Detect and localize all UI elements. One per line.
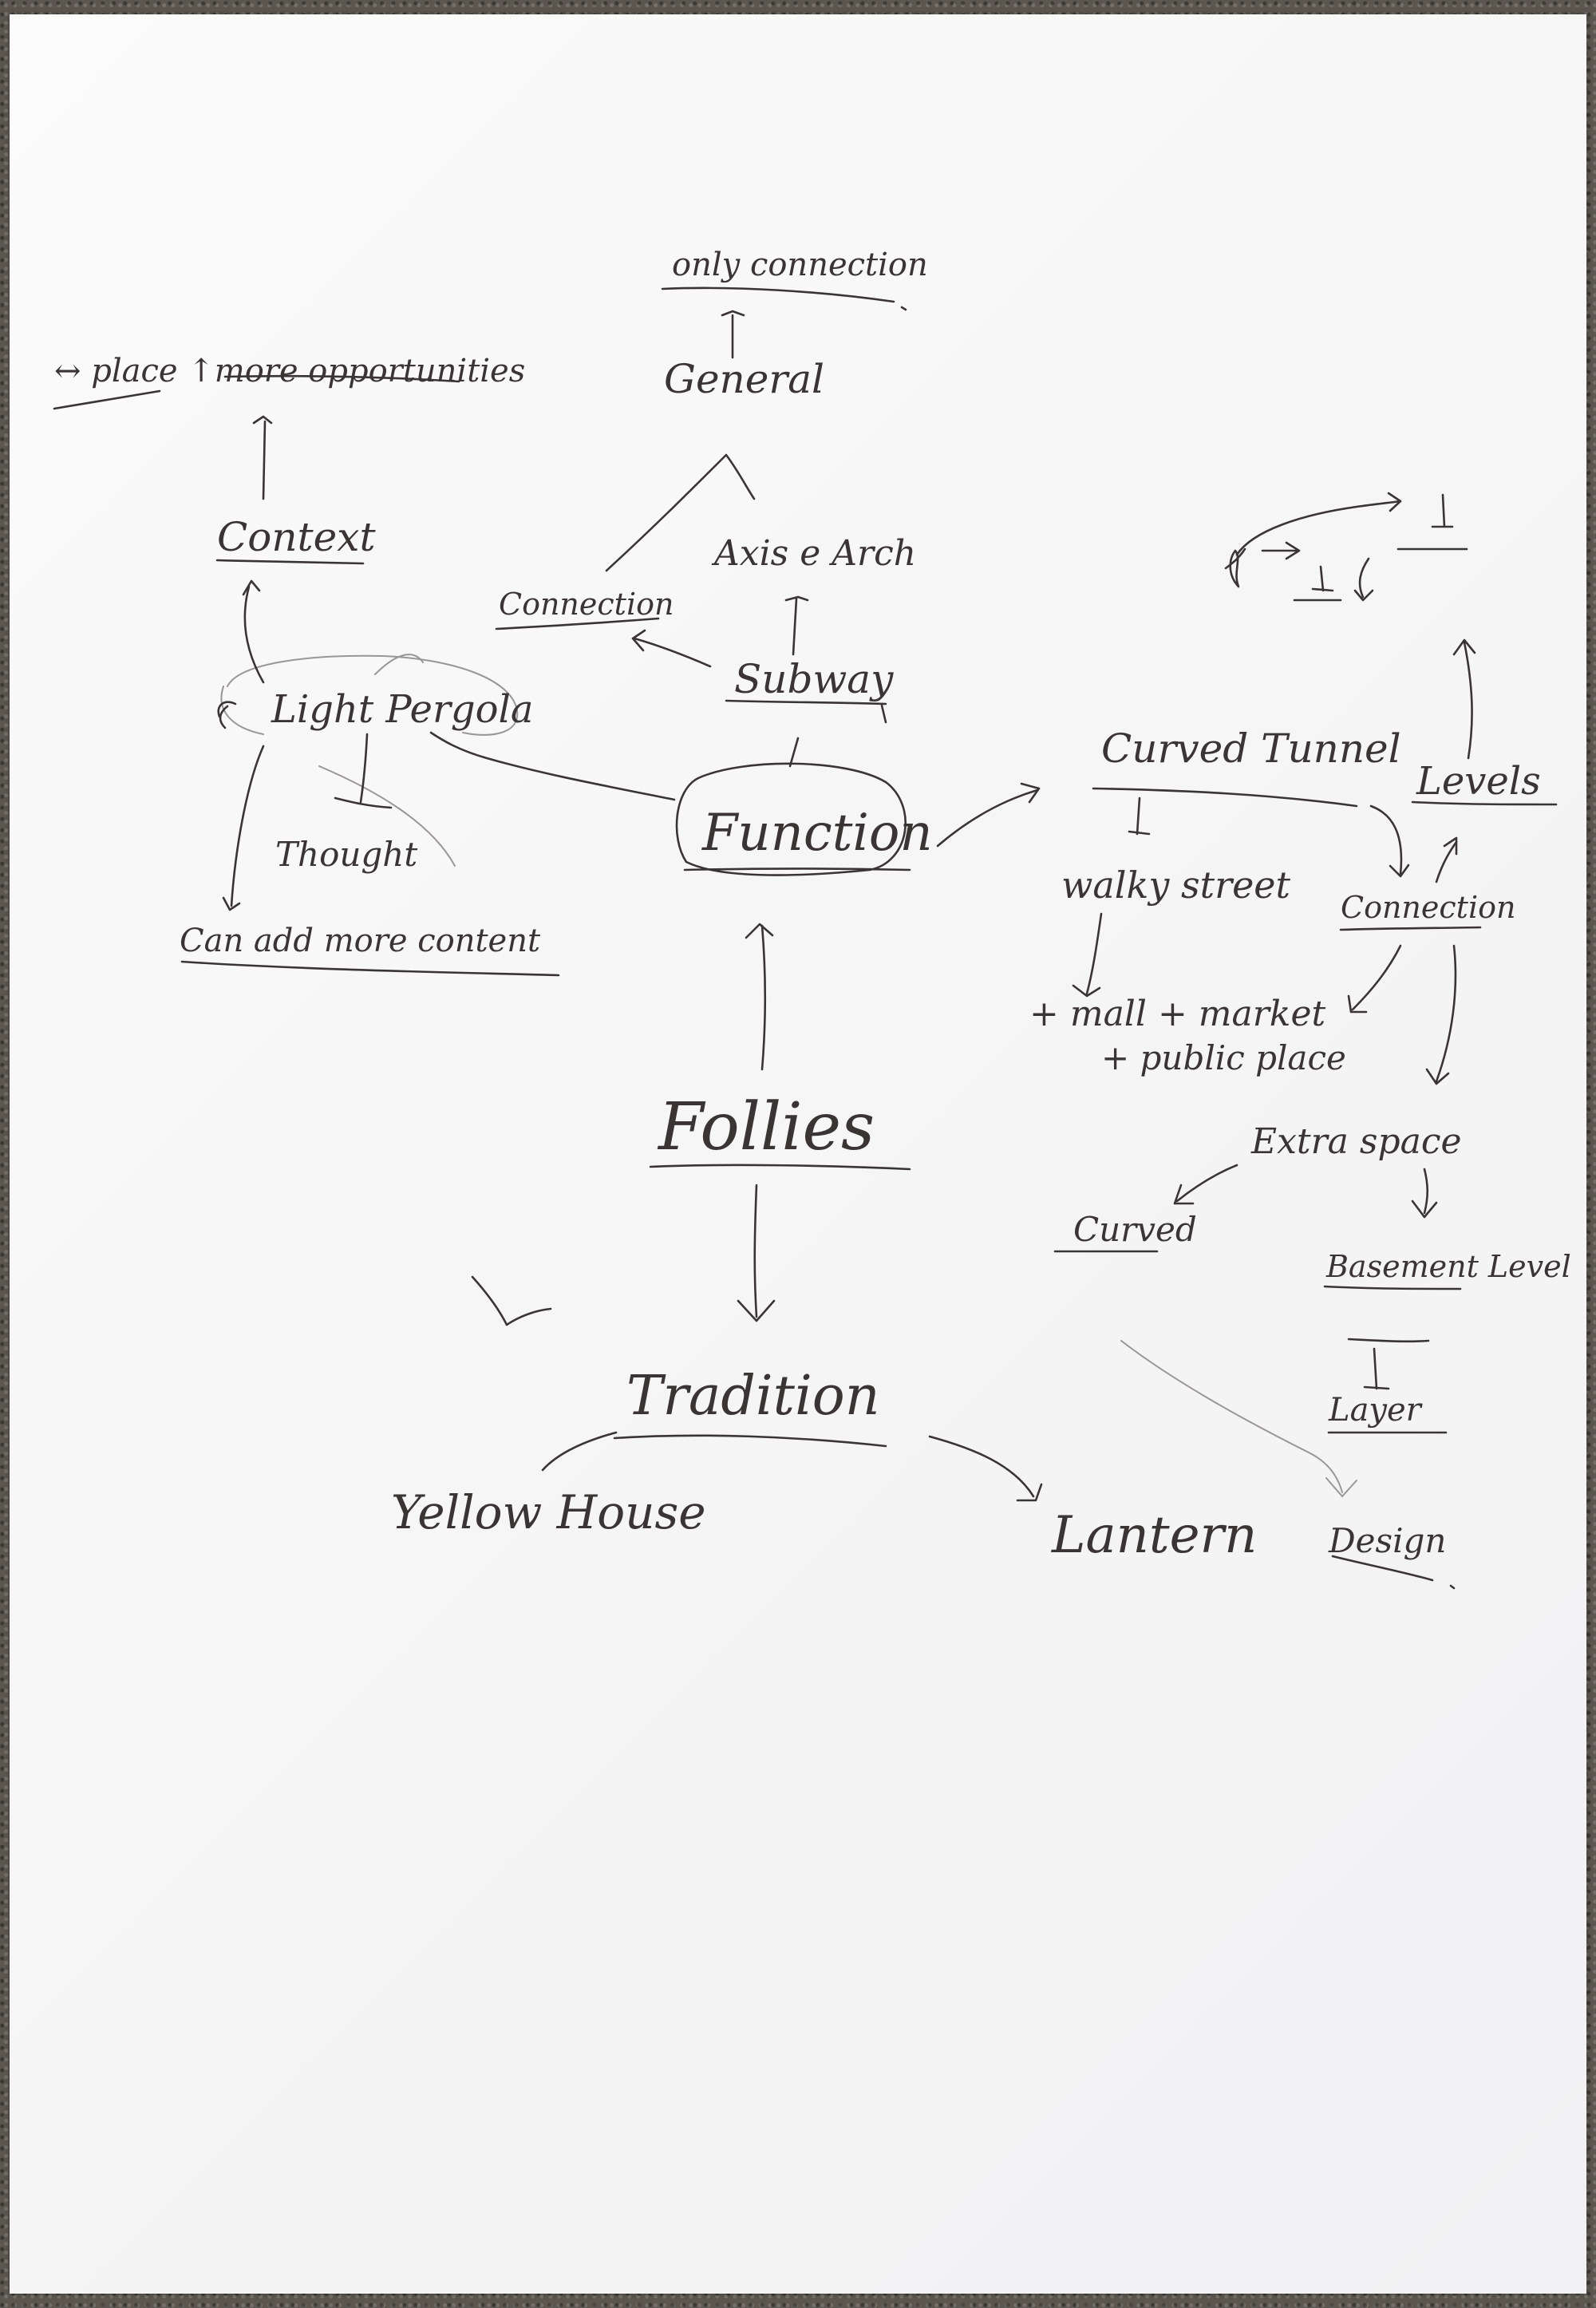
- node-mall-market: + mall + market: [1029, 994, 1325, 1034]
- node-levels: Levels: [1416, 759, 1541, 804]
- node-curved-tunnel: Curved Tunnel: [1101, 725, 1401, 772]
- node-extra-space: Extra space: [1250, 1121, 1462, 1162]
- basement-level-text: Basement Level: [1325, 1249, 1571, 1284]
- node-connection-right: Connection: [1341, 890, 1515, 925]
- node-subway: Subway: [734, 656, 894, 702]
- node-can-add-more-content: Can add more content: [180, 923, 541, 959]
- node-place-more-opportunities: ↔ place ↑more opportunities: [54, 353, 525, 389]
- node-public-place: + public place: [1101, 1038, 1346, 1077]
- node-lantern: Lantern: [1051, 1506, 1257, 1565]
- node-general: General: [664, 356, 824, 402]
- node-light-pergola: Light Pergola: [271, 687, 534, 732]
- node-tradition: Tradition: [626, 1365, 880, 1428]
- node-design: Design: [1328, 1521, 1446, 1560]
- node-thought: Thought: [275, 835, 417, 874]
- node-follies: Follies: [657, 1089, 875, 1165]
- node-curved: Curved: [1073, 1210, 1197, 1249]
- node-walky-street: walky street: [1061, 864, 1291, 907]
- connector-lines: [53, 287, 1558, 1590]
- node-basement-level: Basement Level: [1325, 1249, 1571, 1284]
- node-connection-left: Connection: [499, 587, 674, 622]
- paper-sheet: [10, 14, 1586, 2294]
- node-axis-arch: Axis e Arch: [711, 533, 916, 574]
- node-layer: Layer: [1328, 1392, 1424, 1429]
- node-function: Function: [701, 804, 933, 863]
- node-only-connection: only connection: [672, 247, 928, 283]
- node-context: Context: [217, 514, 376, 560]
- node-yellow-house: Yellow House: [391, 1485, 706, 1539]
